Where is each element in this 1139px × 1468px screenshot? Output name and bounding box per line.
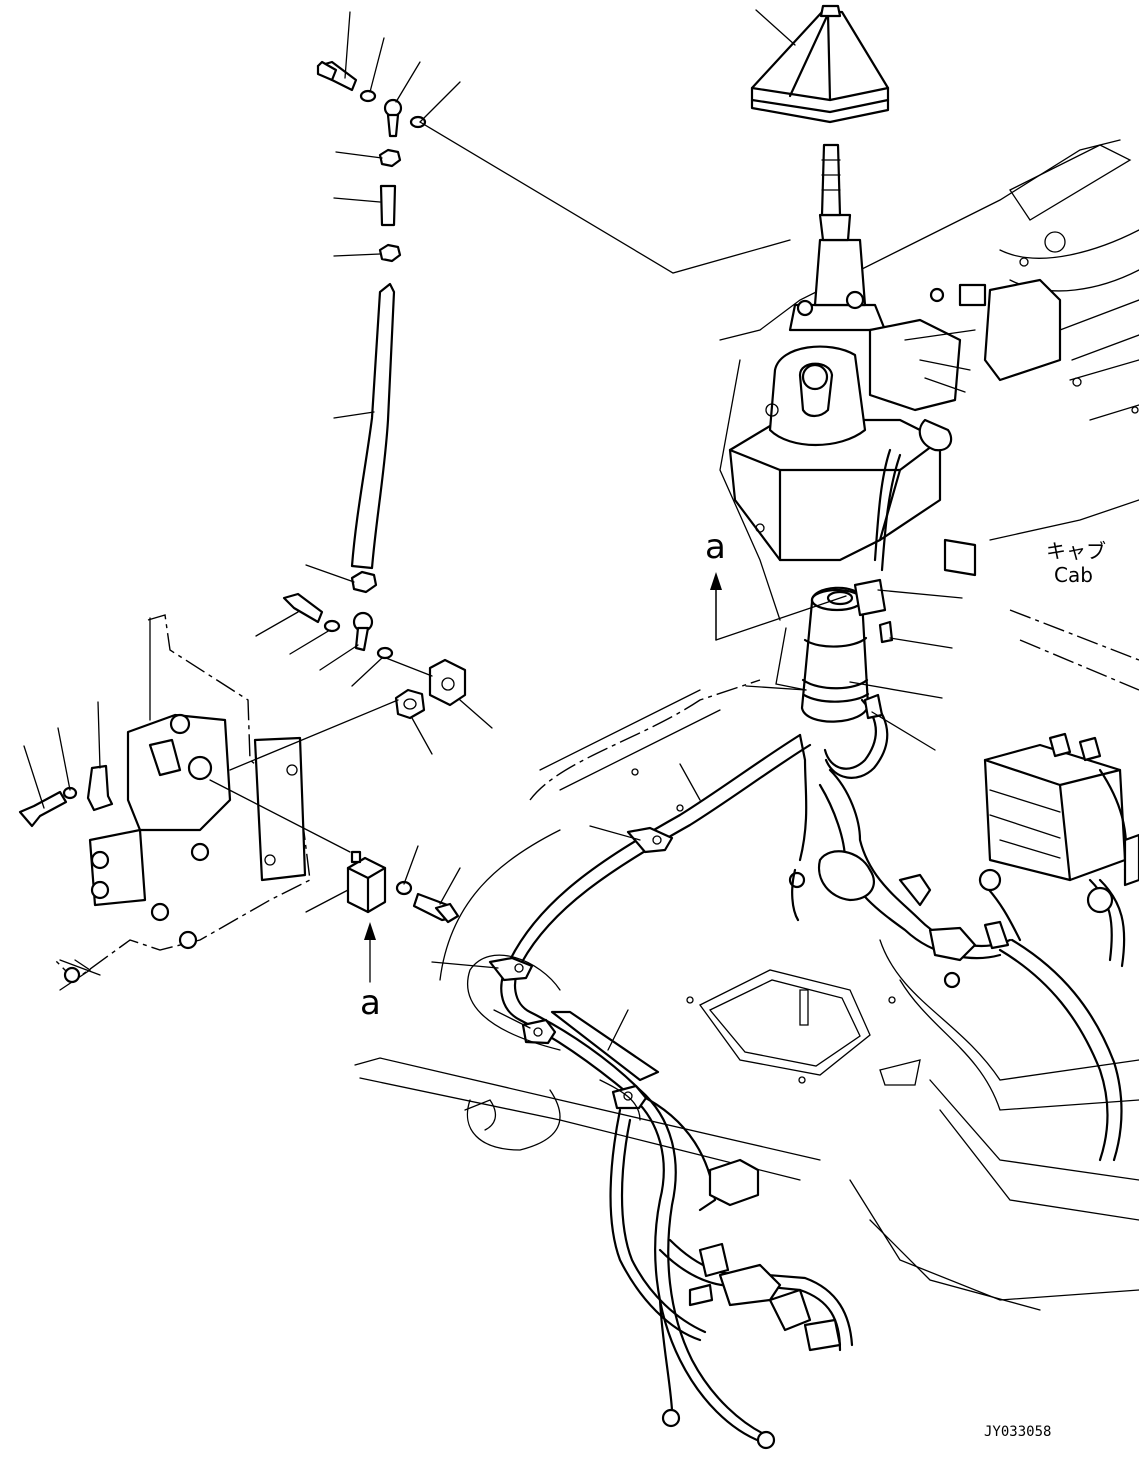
leader-lines (23, 9, 1139, 1051)
detail-mark-lower: a (360, 983, 381, 1023)
linkage-exploded-parts (18, 60, 467, 924)
relay-box (978, 732, 1139, 914)
detail-mark-upper: a (705, 527, 726, 567)
valve-mounting-bracket (54, 614, 311, 991)
control-valve-assembly (728, 213, 1062, 577)
lever-rod-upper (820, 143, 842, 217)
lever-boot (750, 4, 890, 124)
drawing-code: JY033058 (984, 1424, 1051, 1440)
detail-arrows (364, 572, 722, 983)
cab-floor-frame (354, 139, 1139, 1311)
cab-label-japanese: キャブ (1046, 539, 1106, 563)
wiring-harness (464, 733, 1126, 1450)
cab-label-english: Cab (1054, 563, 1093, 587)
buzzer-unit (800, 578, 894, 779)
